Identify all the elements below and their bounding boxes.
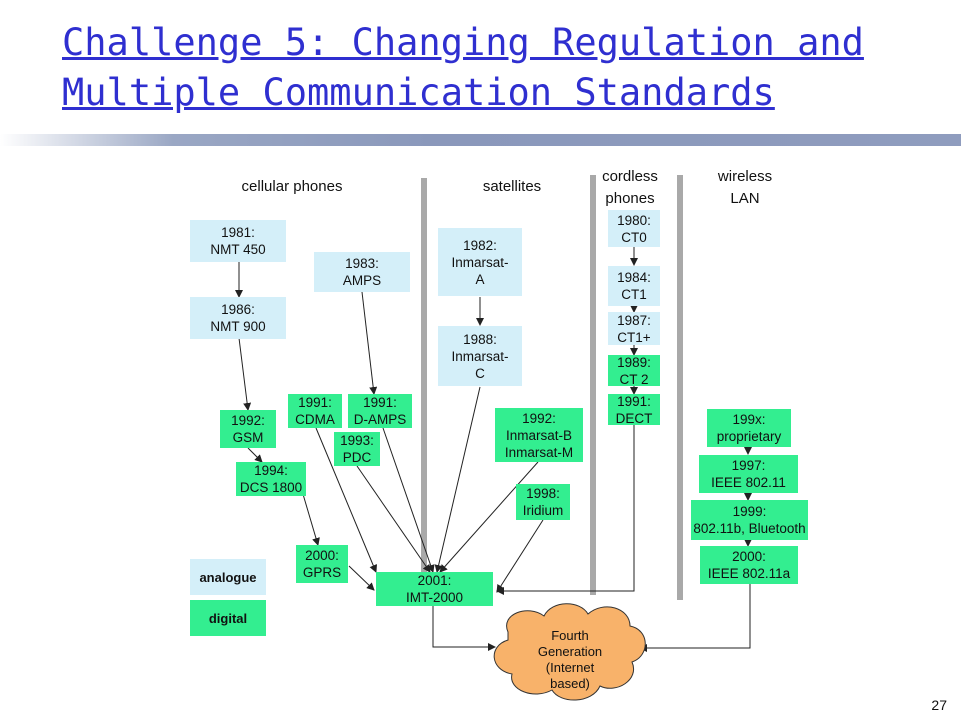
node-inmarsat-a: 1982: Inmarsat- A xyxy=(438,228,522,296)
divider-satellites-cordless xyxy=(590,175,596,595)
node-cdma: 1991: CDMA xyxy=(288,394,342,428)
node-fourth-generation: Fourth Generation (Internet based) xyxy=(537,628,603,691)
edge-ieee80211a-fourthgen xyxy=(639,584,751,652)
node-dect: 1991: DECT xyxy=(608,394,660,426)
node-ieee-802-11: 1997: IEEE 802.11 xyxy=(699,455,798,493)
edge-inmarsatC-imt2000 xyxy=(434,386,481,573)
edge-damps-imt2000 xyxy=(382,427,435,573)
header-cellular-phones: cellular phones xyxy=(241,178,343,195)
page-number: 27 xyxy=(931,697,947,713)
legend-digital: digital xyxy=(190,600,266,636)
divider-cellular-satellites xyxy=(421,178,427,590)
title-underline-bar xyxy=(0,134,961,146)
edge-pdc-imt2000 xyxy=(356,465,431,573)
node-amps: 1983: AMPS xyxy=(314,252,410,292)
cloud-shape xyxy=(493,603,646,701)
node-imt-2000: 2001: IMT-2000 xyxy=(376,572,493,606)
edge-dect-imt2000 xyxy=(496,425,635,595)
header-wireless-lan: wireless LAN xyxy=(717,168,773,207)
edge-gprs-imt2000 xyxy=(348,565,375,591)
edge-imt2000-fourthgen xyxy=(432,606,496,651)
header-satellites: satellites xyxy=(482,178,542,195)
node-d-amps: 1991: D-AMPS xyxy=(348,394,412,428)
node-inmarsat-c: 1988: Inmarsat- C xyxy=(438,326,522,386)
edge-inmarsatBM-imt2000 xyxy=(439,461,539,573)
legend-analogue: analogue xyxy=(190,559,266,595)
divider-cordless-wlan xyxy=(677,175,683,600)
node-ieee-802-11a: 2000: IEEE 802.11a xyxy=(700,546,798,584)
node-gprs: 2000: GPRS xyxy=(296,545,348,583)
node-iridium: 1998: Iridium xyxy=(516,484,570,520)
edge-gsm-dcs1800 xyxy=(247,447,263,463)
page-title: Challenge 5: Changing Regulation and Mul… xyxy=(62,21,864,114)
node-ieee-802-11b-bluetooth: 1999: 802.11b, Bluetooth xyxy=(691,500,808,540)
node-ct1-plus: 1987: CT1+ xyxy=(608,312,660,345)
node-proprietary: 199x: proprietary xyxy=(707,409,791,447)
edge-iridium-imt2000 xyxy=(496,519,544,593)
node-inmarsat-b-m: 1992: Inmarsat-B Inmarsat-M xyxy=(495,408,583,462)
header-cordless-phones: cordless phones xyxy=(602,168,658,207)
node-nmt-900: 1986: NMT 900 xyxy=(190,297,286,339)
node-ct0: 1980: CT0 xyxy=(608,210,660,247)
edge-amps-damps xyxy=(361,291,378,395)
node-nmt-450: 1981: NMT 450 xyxy=(190,220,286,262)
node-ct2: 1989: CT 2 xyxy=(608,355,660,387)
edge-nmt900-gsm xyxy=(238,337,252,411)
node-dcs-1800: 1994: DCS 1800 xyxy=(236,462,306,496)
node-pdc: 1993: PDC xyxy=(334,432,380,466)
node-gsm: 1992: GSM xyxy=(220,410,276,448)
edge-cdma-imt2000 xyxy=(315,427,377,573)
node-ct1: 1984: CT1 xyxy=(608,266,660,306)
